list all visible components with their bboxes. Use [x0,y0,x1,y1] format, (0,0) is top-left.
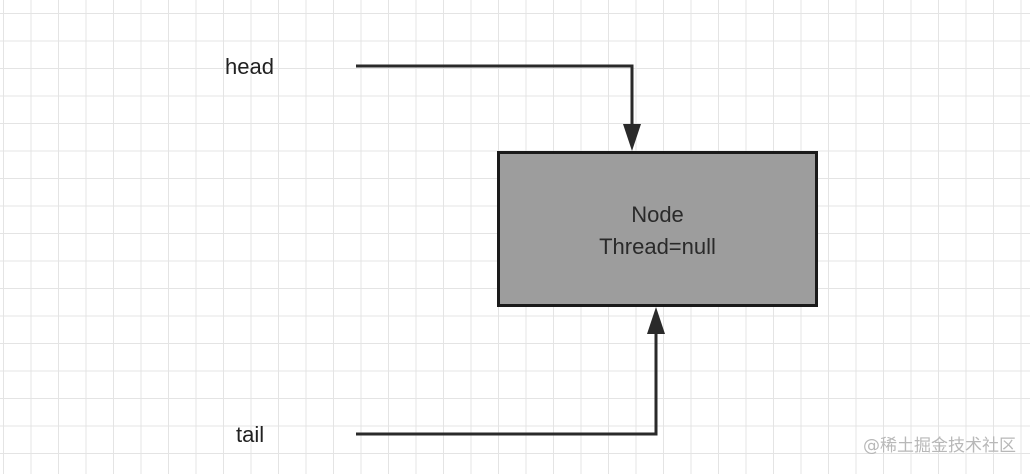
node-thread-value: Thread=null [599,234,716,259]
node-title: Node [631,202,684,227]
tail-label: tail [236,422,265,447]
node-box: Node Thread=null [497,151,818,307]
head-pointer-line [356,64,634,128]
head-arrowhead [623,124,641,151]
head-label: head [225,54,274,79]
tail-pointer-line [356,330,658,436]
watermark: @稀土掘金技术社区 [863,436,1016,456]
tail-arrowhead [647,307,665,334]
